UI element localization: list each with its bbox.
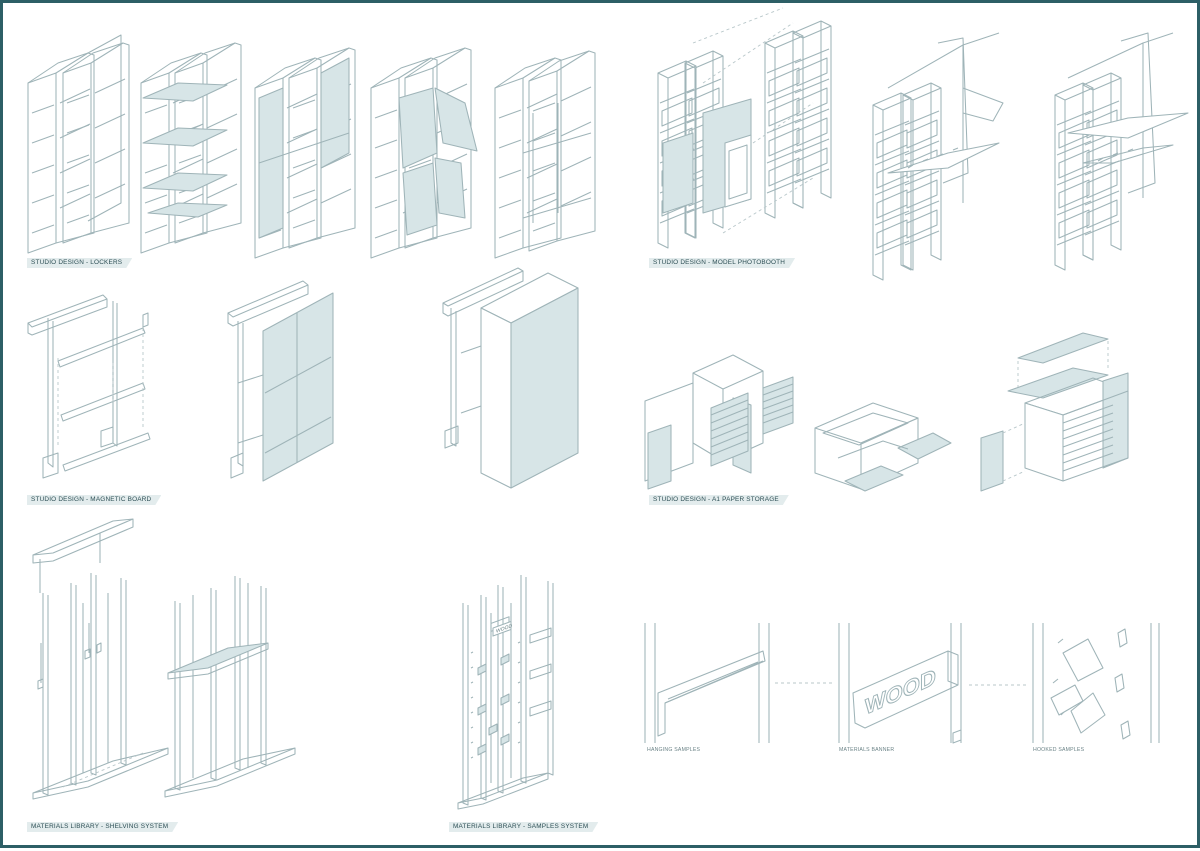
detail-materials-banner: WOOD [838,623,962,744]
magnetic-board-cabinet [442,267,579,489]
photobooth-assembled-2 [1054,32,1189,271]
photobooth-assembled-1 [872,32,1004,281]
locker-unit-1 [27,34,130,254]
caption-magnetic-board: STUDIO DESIGN - MAGNETIC BOARD [27,495,161,505]
locker-unit-2 [140,42,242,254]
samples-system: WOOD [457,575,554,810]
wood-tag [492,620,512,637]
label-hanging-samples: HANGING SAMPLES [647,747,701,753]
caption-photobooth: STUDIO DESIGN - MODEL PHOTOBOOTH [649,258,795,268]
axonometric-drawings: WOOD WOOD [27,7,1189,810]
paper-storage-stacked [980,332,1129,492]
caption-samples-system: MATERIALS LIBRARY - SAMPLES SYSTEM [449,822,598,832]
shelving-system-exploded [32,518,169,800]
locker-unit-3 [254,47,356,259]
photobooth-exploded [657,7,832,249]
caption-lockers: STUDIO DESIGN - LOCKERS [27,258,132,268]
paper-storage-drawers [814,402,952,492]
caption-shelving-system: MATERIALS LIBRARY - SHELVING SYSTEM [27,822,178,832]
caption-paper-storage: STUDIO DESIGN - A1 PAPER STORAGE [649,495,789,505]
paper-storage-exploded [644,354,794,490]
locker-unit-4 [370,47,478,259]
locker-unit-5 [494,50,596,259]
magnetic-board-exploded [27,294,151,479]
label-materials-banner: MATERIALS BANNER [839,747,895,753]
detail-hanging-samples [644,623,770,743]
label-hooked-samples: HOOKED SAMPLES [1033,747,1085,753]
magnetic-board-assembled [227,280,334,482]
wood-tag-text: WOOD [496,623,512,635]
detail-hooked-samples [1032,623,1160,743]
shelving-system-assembled [164,576,296,798]
